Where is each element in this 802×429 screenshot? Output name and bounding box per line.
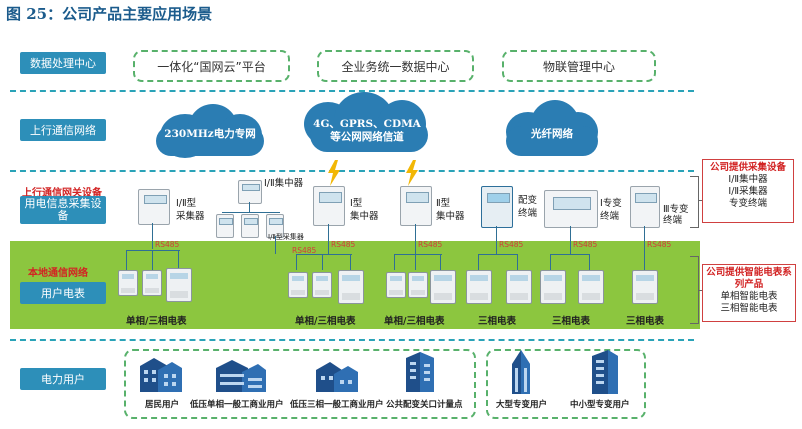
platform-pill-3: 物联管理中心	[502, 50, 656, 82]
special-terminal-1-device	[544, 190, 598, 228]
meter-single-phase	[118, 270, 138, 296]
special-terminal-3-label-1: Ⅲ专变	[663, 204, 689, 215]
callout-collector-line-3: 专变终端	[728, 198, 767, 209]
callout-collector-line-2: Ⅰ/Ⅱ采集器	[728, 186, 768, 197]
meter-three-phase	[632, 270, 658, 304]
small-collector-device	[241, 214, 259, 238]
rs485-label: RS485	[418, 240, 443, 249]
rs485-label: RS485	[331, 240, 356, 249]
user-label-residential: 居民用户	[145, 400, 180, 410]
platform-pill-1: 一体化“国网云”平台	[133, 50, 290, 82]
user-label-low-three: 低压三相一般工商业用户	[290, 400, 384, 410]
collector-12-device	[138, 189, 170, 225]
meter-three-phase	[506, 270, 532, 304]
small-collector-device	[266, 214, 284, 238]
rs485-label: RS485	[292, 246, 317, 255]
concentrator-12-label: Ⅰ/Ⅱ集中器	[264, 178, 304, 189]
row-label-collector-device: 用电信息采集设备	[20, 196, 106, 224]
cloud-public-text-1: 4G、GPRS、CDMA	[313, 118, 421, 130]
meter-three-phase	[166, 268, 192, 302]
row-label-user-meter: 用户电表	[20, 282, 106, 304]
collector-12-label-2: 采集器	[176, 211, 205, 222]
distribution-terminal-device	[481, 186, 513, 228]
divider-2	[10, 170, 694, 172]
meter-group-label-5: 三相电表	[552, 316, 591, 327]
lightning-icon	[406, 160, 418, 186]
platform-pill-2: 全业务统一数据中心	[317, 50, 474, 82]
concentrator-1-label-2: 集中器	[350, 211, 379, 222]
meter-three-phase	[578, 270, 604, 304]
concentrator-1-device	[313, 186, 345, 226]
cloud-public-text-2: 等公网网络信道	[330, 131, 404, 143]
meter-group-label-2: 单相/三相电表	[295, 316, 356, 327]
cloud-fiber-text: 光纤网络	[531, 128, 573, 140]
rs485-label: RS485	[647, 240, 672, 249]
user-label-small-special: 中小型专变用户	[570, 400, 630, 410]
commercial-building-icon	[216, 360, 266, 392]
callout-meter-products: 公司提供智能电表系 列产品 单相智能电表 三相智能电表	[702, 264, 796, 322]
factory-building-icon	[316, 362, 358, 392]
meter-single-phase	[142, 270, 162, 296]
callout-meter-line-1: 单相智能电表	[720, 291, 778, 302]
meter-three-phase	[338, 270, 364, 304]
row-label-uplink-gateway: 上行通信网关设备	[22, 188, 102, 199]
public-transformer-building-icon	[406, 352, 434, 392]
lightning-icon	[328, 160, 340, 186]
divider-1	[10, 90, 694, 92]
small-collector-label: Ⅰ/Ⅱ型采集器	[268, 233, 304, 241]
figure-title: 图 25：公司产品主要应用场景	[6, 5, 213, 23]
user-label-large-special: 大型专变用户	[496, 400, 548, 410]
meter-three-phase	[466, 270, 492, 304]
concentrator-2-label-2: 集中器	[436, 211, 465, 222]
callout-collector-products: 公司提供采集设备 Ⅰ/Ⅱ集中器 Ⅰ/Ⅱ采集器 专变终端	[702, 159, 794, 223]
callout-meter-heading-2: 列产品	[734, 279, 764, 290]
residential-building-icon	[140, 358, 182, 392]
callout-collector-heading: 公司提供采集设备	[709, 162, 786, 173]
cloud-230mhz-text: 230MHz电力专网	[164, 128, 256, 140]
skyscraper-icon	[512, 350, 530, 394]
user-label-low-single: 低压单相一般工商业用户	[190, 400, 284, 410]
distribution-terminal-label-2: 终端	[518, 208, 538, 219]
meter-group-label-4: 三相电表	[478, 316, 517, 327]
user-label-public-transformer: 公共配变关口计量点	[386, 400, 463, 410]
special-terminal-1-label-2: 终端	[600, 211, 620, 222]
concentrator-12-device	[238, 180, 262, 204]
callout-bracket	[690, 176, 699, 228]
distribution-terminal-label-1: 配变	[518, 195, 538, 206]
special-terminal-1-label-1: Ⅰ专变	[600, 198, 622, 209]
concentrator-2-label-1: Ⅱ型	[436, 198, 451, 209]
meter-three-phase	[430, 270, 456, 304]
meter-single-phase	[288, 272, 308, 298]
rs485-label: RS485	[573, 240, 598, 249]
special-terminal-3-device	[630, 186, 660, 228]
divider-3	[10, 339, 694, 341]
meter-group-label-1: 单相/三相电表	[126, 316, 187, 327]
concentrator-2-device	[400, 186, 432, 226]
concentrator-1-label-1: Ⅰ型	[350, 198, 363, 209]
office-tower-icon	[592, 350, 618, 394]
row-label-data-center: 数据处理中心	[20, 52, 106, 74]
special-terminal-3-label-2: 终端	[663, 215, 683, 226]
callout-meter-line-2: 三相智能电表	[720, 303, 778, 314]
small-collector-device	[216, 214, 234, 238]
rs485-label: RS485	[155, 240, 180, 249]
row-label-uplink-network: 上行通信网络	[20, 119, 106, 141]
meter-three-phase	[540, 270, 566, 304]
callout-meter-heading-1: 公司提供智能电表系	[706, 267, 792, 278]
row-label-local-network: 本地通信网络	[28, 268, 88, 279]
meter-single-phase	[312, 272, 332, 298]
meter-single-phase	[386, 272, 406, 298]
meter-single-phase	[408, 272, 428, 298]
callout-collector-line-1: Ⅰ/Ⅱ集中器	[728, 174, 768, 185]
meter-group-label-6: 三相电表	[626, 316, 665, 327]
rs485-label: RS485	[499, 240, 524, 249]
collector-12-label-1: Ⅰ/Ⅱ型	[176, 198, 197, 209]
meter-group-label-3: 单相/三相电表	[384, 316, 445, 327]
row-label-power-user: 电力用户	[20, 368, 106, 390]
